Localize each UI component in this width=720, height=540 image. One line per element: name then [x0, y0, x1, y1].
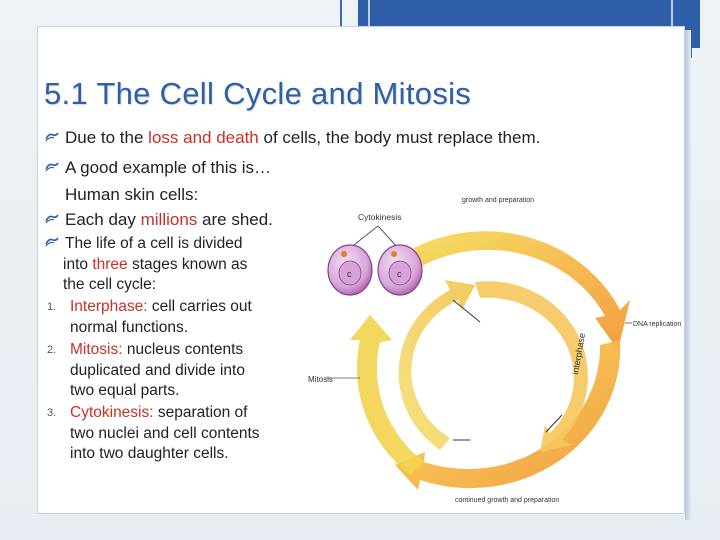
intro-line: the cell cycle:: [63, 276, 157, 293]
label-growth-preparation: growth and preparation: [462, 197, 534, 204]
bullet-swirl-icon: [45, 132, 59, 142]
stage-line: two nuclei and cell contents: [70, 424, 260, 442]
slide-title: 5.1 The Cell Cycle and Mitosis: [44, 76, 472, 111]
intro-line: The life of a cell is divided: [65, 235, 243, 252]
bullet-highlight: millions: [140, 210, 198, 229]
stage-line: into two daughter cells.: [70, 445, 229, 462]
inner-cycle-arrow: [398, 280, 475, 450]
label-cytokinesis: Cytokinesis: [358, 212, 401, 222]
stage-term: Mitosis:: [70, 341, 123, 358]
stage-term: Interphase:: [70, 298, 148, 315]
bullet-loss-death: Due to the loss and death of cells, the …: [45, 128, 540, 148]
daughter-cell-left: c: [327, 244, 373, 296]
stage-cytokinesis: Cytokinesis: separation of two nuclei an…: [70, 403, 260, 465]
cell-label: c: [347, 269, 352, 279]
label-mitosis: Mitosis: [308, 375, 333, 384]
list-number: 2.: [47, 344, 57, 356]
bullet-swirl-icon: [45, 162, 59, 172]
stage-line: normal functions.: [70, 318, 189, 336]
bullet-human-skin: Human skin cells:: [65, 185, 198, 205]
inner-cycle-arrow-right: [475, 281, 588, 452]
content-shadow: [685, 30, 691, 520]
bullet-good-example: A good example of this is…: [45, 158, 271, 178]
outer-cycle-arrow-left: [350, 315, 424, 475]
stage-line: separation of: [153, 404, 248, 421]
stage-line: nucleus contents: [122, 341, 244, 358]
cell-label: c: [397, 269, 402, 279]
list-number: 1.: [47, 301, 57, 313]
bullet-swirl-icon: [45, 214, 59, 224]
stage-line: duplicated and divide into: [70, 361, 245, 379]
intro-line: into: [63, 255, 93, 273]
stage-mitosis: Mitosis: nucleus contents duplicated and…: [70, 340, 245, 402]
bullet-swirl-icon: [45, 237, 59, 247]
intro-line: stages known as: [127, 255, 248, 273]
bullet-text: Human skin cells:: [65, 185, 199, 204]
bullet-text: Due to the: [65, 128, 149, 147]
list-number: 3.: [47, 407, 57, 419]
stage-term: Cytokinesis:: [70, 404, 154, 421]
stages-intro: The life of a cell is divided into three…: [45, 234, 247, 296]
stage-line: cell carries out: [147, 298, 252, 315]
bullet-text: of cells, the body must replace them.: [258, 128, 541, 147]
bullet-millions: Each day millions are shed.: [45, 210, 273, 230]
bullet-highlight: loss and death: [148, 128, 259, 147]
label-dna-replication: DNA replication: [633, 321, 681, 328]
stage-line: two equal parts.: [70, 382, 180, 399]
bullet-text: are shed.: [197, 210, 273, 229]
outer-cycle-arrow-lower: [395, 340, 621, 490]
outer-cycle-arrow: [410, 231, 630, 350]
label-continued-growth: continued growth and preparation: [455, 497, 559, 504]
stage-interphase: Interphase: cell carries out normal func…: [70, 297, 252, 338]
cell-cycle-diagram: c c Cytokinesis growth and preparation D…: [308, 197, 681, 504]
bullet-text: Each day: [65, 210, 141, 229]
bullet-text: A good example of this is…: [65, 158, 272, 177]
daughter-cell-right: c: [377, 244, 423, 296]
intro-highlight: three: [92, 255, 128, 273]
